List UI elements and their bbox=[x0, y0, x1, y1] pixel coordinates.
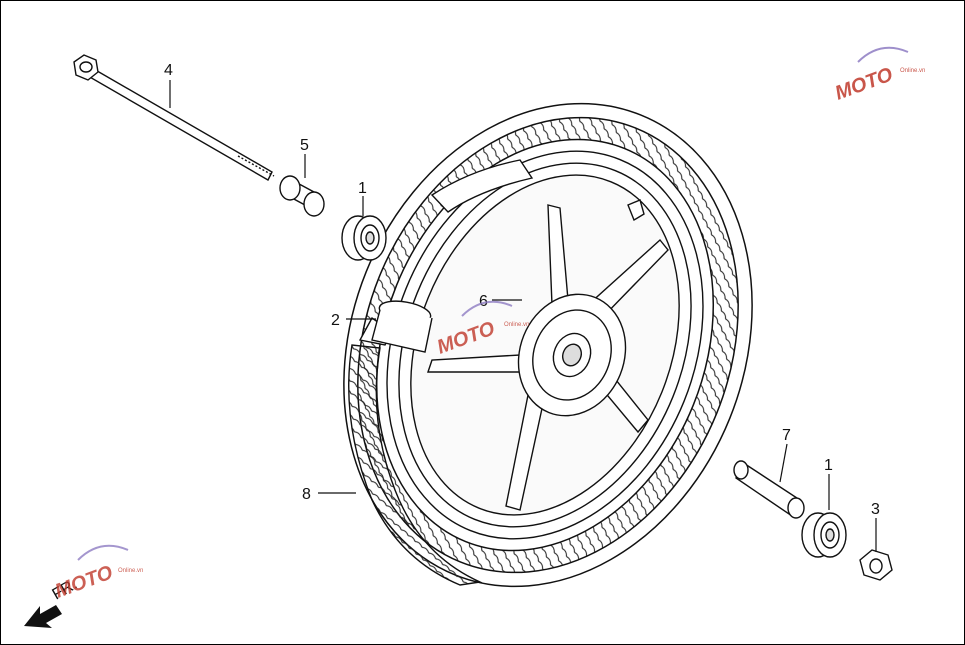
watermark-text: MOTO bbox=[52, 561, 116, 602]
watermark-bottom-left: MOTO Online.vn bbox=[52, 544, 143, 603]
axle-nut bbox=[859, 549, 893, 581]
watermark-subtext: Online.vn bbox=[118, 568, 143, 574]
front-arrow-icon bbox=[24, 605, 62, 628]
axle-bolt bbox=[73, 54, 275, 181]
callout-labels: 4 5 1 2 6 8 7 1 3 bbox=[164, 62, 880, 518]
wheel-hub bbox=[517, 293, 627, 417]
collar bbox=[279, 175, 325, 217]
callout-4: 4 bbox=[164, 62, 173, 79]
callout-1-left: 1 bbox=[358, 180, 367, 197]
watermark-subtext: Online.vn bbox=[900, 68, 925, 74]
bearing-right bbox=[801, 512, 847, 558]
callout-8: 8 bbox=[302, 486, 311, 503]
wheel-rim bbox=[386, 150, 704, 540]
callout-2: 2 bbox=[331, 312, 340, 329]
watermark-text: MOTO bbox=[832, 63, 896, 104]
callout-1-right: 1 bbox=[824, 457, 833, 474]
callout-7: 7 bbox=[782, 427, 791, 444]
callout-6: 6 bbox=[479, 293, 488, 310]
leader-lines bbox=[169, 80, 877, 552]
tube bbox=[348, 300, 483, 586]
callout-3: 3 bbox=[871, 501, 880, 518]
bearing-left bbox=[341, 215, 387, 261]
callout-5: 5 bbox=[300, 137, 309, 154]
valve-stem bbox=[627, 199, 645, 222]
watermark-subtext: Online.vn bbox=[504, 322, 529, 328]
spacer bbox=[733, 460, 805, 519]
watermark-top-right: MOTO Online.vn bbox=[832, 46, 925, 105]
